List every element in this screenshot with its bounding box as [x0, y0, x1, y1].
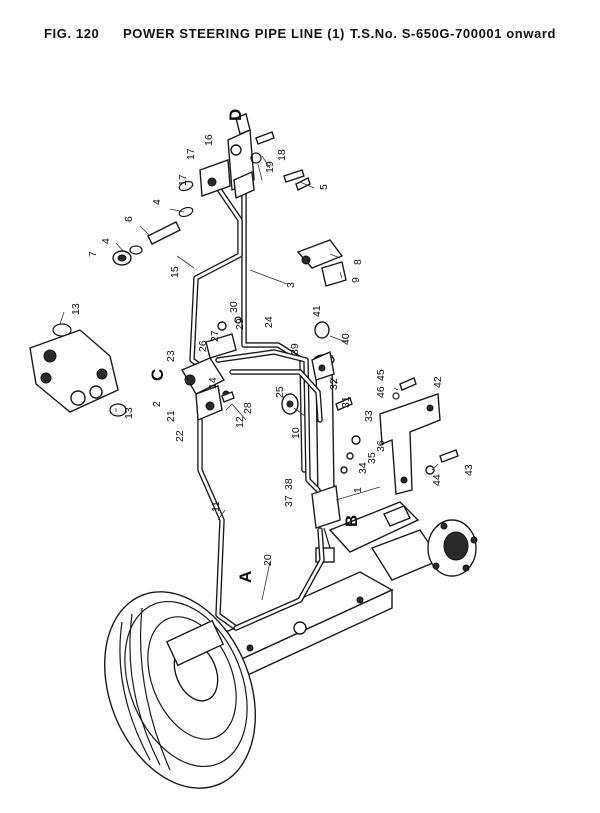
fitting-40-41 — [311, 321, 335, 381]
front-wheel — [103, 591, 257, 789]
figure-number: FIG. 120 — [44, 26, 100, 41]
view-marker-a: A — [236, 571, 255, 583]
callout-4a: 4 — [151, 199, 163, 205]
callout-20: 20 — [262, 554, 274, 566]
view-marker-b: B — [342, 515, 361, 527]
callout-19: 19 — [264, 161, 276, 173]
callout-41: 41 — [311, 305, 323, 317]
callout-45: 45 — [375, 369, 387, 381]
callout-34: 34 — [357, 462, 369, 474]
callout-29: 29 — [234, 318, 246, 330]
callout-35: 35 — [366, 452, 378, 464]
callout-9: 9 — [350, 277, 362, 283]
bracket-42 — [379, 393, 441, 495]
callout-6: 6 — [123, 216, 135, 222]
fittings-top — [112, 131, 305, 266]
callout-32: 32 — [328, 378, 340, 390]
callout-13b: 13 — [123, 407, 135, 419]
callout-46: 46 — [375, 386, 387, 398]
callout-30: 30 — [228, 301, 240, 313]
callout-13a: 13 — [70, 303, 82, 315]
callout-10: 10 — [290, 427, 302, 439]
callout-36: 36 — [375, 440, 387, 452]
callout-24: 24 — [263, 316, 275, 328]
valve-block-c — [180, 333, 237, 422]
callout-17a: 17 — [185, 148, 197, 160]
callout-31: 31 — [340, 396, 352, 408]
callout-40: 40 — [340, 333, 352, 345]
callout-26: 26 — [197, 340, 209, 352]
pipes — [189, 173, 325, 631]
figure-title: POWER STEERING PIPE LINE (1) — [123, 26, 345, 41]
callout-21: 21 — [165, 410, 177, 422]
callout-44: 44 — [431, 474, 443, 486]
callout-25: 25 — [274, 386, 286, 398]
valve-block-d — [199, 113, 255, 200]
callout-38: 38 — [283, 478, 295, 490]
callout-5: 5 — [318, 184, 330, 190]
callout-7: 7 — [87, 251, 99, 257]
callout-labels: 1 2 3 4 4 5 6 7 8 9 10 11 12 13 13 14 15… — [70, 134, 475, 566]
callout-28: 28 — [242, 402, 254, 414]
right-hub — [328, 501, 478, 581]
callout-22: 22 — [174, 430, 186, 442]
hardware-bolts — [217, 177, 459, 475]
callout-27: 27 — [209, 330, 221, 342]
callout-4b: 4 — [100, 238, 112, 244]
callout-43: 43 — [463, 464, 475, 476]
callout-11: 11 — [210, 501, 222, 512]
callout-39: 39 — [289, 343, 301, 355]
front-axle — [188, 571, 394, 688]
callout-18: 18 — [276, 149, 288, 161]
callout-23: 23 — [165, 350, 177, 362]
callout-8: 8 — [352, 259, 364, 265]
callout-2: 2 — [151, 401, 163, 407]
serial-number: T.S.No. S-650G-700001 onward — [350, 26, 557, 41]
callout-14: 14 — [207, 377, 219, 389]
callout-3: 3 — [285, 282, 297, 288]
callout-33: 33 — [363, 410, 375, 422]
callout-37: 37 — [283, 495, 295, 507]
callout-16: 16 — [203, 134, 215, 146]
callout-17b: 17 — [177, 174, 189, 186]
leader-lines — [59, 155, 439, 601]
callout-12: 12 — [234, 416, 246, 428]
view-marker-c: C — [148, 369, 167, 381]
clamp-8-9 — [296, 239, 347, 287]
valve-13 — [29, 323, 127, 417]
callout-15: 15 — [169, 266, 181, 278]
callout-1: 1 — [352, 487, 364, 493]
view-marker-d: D — [226, 109, 245, 121]
callout-42: 42 — [432, 376, 444, 388]
figure-header: FIG. 120 POWER STEERING PIPE LINE (1) T.… — [0, 26, 600, 48]
